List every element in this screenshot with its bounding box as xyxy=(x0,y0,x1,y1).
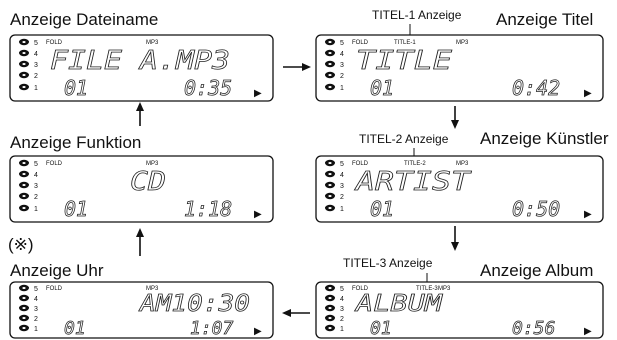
disc-number-1: 1 xyxy=(340,85,344,92)
fold-indicator: FOLD xyxy=(352,161,369,167)
lcd-panel-dateiname: 5 4 3 2 1 FOLD MP3 FILE A.MP3 01 0:35 ▶ xyxy=(9,34,274,102)
play-icon: ▶ xyxy=(584,209,592,220)
lcd-time: 1:18 xyxy=(184,197,232,221)
lcd-track-number: 01 xyxy=(370,76,394,100)
lcd-panel-uhr: 5 4 3 2 1 FOLD MP3 AM10:30 01 1:07 ▶ xyxy=(9,281,274,339)
disc-number-4: 4 xyxy=(34,172,38,179)
mp3-indicator: MP3 xyxy=(438,286,451,292)
mp3-indicator: MP3 xyxy=(146,40,159,46)
lcd-track-number: 01 xyxy=(64,76,88,100)
mp3-indicator: MP3 xyxy=(146,161,159,167)
play-icon: ▶ xyxy=(254,209,262,220)
caption-dateiname: Anzeige Dateiname xyxy=(10,10,158,29)
fold-indicator: FOLD xyxy=(352,40,369,46)
lcd-text-line: FILE A.MP3 xyxy=(50,46,230,76)
lcd-panel-kuenstler: 5 4 3 2 1 FOLD TITLE-2 MP3 ARTIST 01 0:5… xyxy=(315,155,604,223)
lcd-text-line: ALBUM xyxy=(354,291,444,317)
disc-number-2: 2 xyxy=(34,194,38,201)
disc-number-1: 1 xyxy=(34,85,38,92)
arrow-uhr-to-funktion xyxy=(136,228,144,256)
disc-number-4: 4 xyxy=(340,51,344,58)
callout-titel1: TITEL-1 Anzeige xyxy=(372,8,462,22)
caption-album: Anzeige Album xyxy=(480,261,593,280)
lcd-time: 0:56 xyxy=(512,318,555,339)
disc-number-3: 3 xyxy=(340,306,344,313)
title-badge: TITLE-1 xyxy=(394,40,416,46)
disc-number-2: 2 xyxy=(340,316,344,323)
arrow-dateiname-to-titel xyxy=(283,63,311,71)
note-mark: (※) xyxy=(8,235,34,254)
disc-number-1: 1 xyxy=(34,326,38,333)
fold-indicator: FOLD xyxy=(46,40,63,46)
disc-number-3: 3 xyxy=(340,183,344,190)
lcd-time: 0:50 xyxy=(512,197,560,221)
caption-kuenstler: Anzeige Künstler xyxy=(480,129,609,148)
title-badge: TITLE-3 xyxy=(416,286,438,292)
disc-number-4: 4 xyxy=(34,296,38,303)
disc-number-3: 3 xyxy=(34,306,38,313)
caption-titel: Anzeige Titel xyxy=(496,10,593,29)
fold-indicator: FOLD xyxy=(46,286,63,292)
disc-number-4: 4 xyxy=(340,296,344,303)
lcd-track-number: 01 xyxy=(64,197,88,221)
mp3-indicator: MP3 xyxy=(456,161,469,167)
disc-number-4: 4 xyxy=(34,51,38,58)
disc-number-4: 4 xyxy=(340,172,344,179)
lcd-track-number: 01 xyxy=(370,197,394,221)
lcd-text-line: ARTIST xyxy=(354,167,472,197)
arrow-titel-to-kuenstler xyxy=(451,106,459,129)
disc-number-5: 5 xyxy=(340,40,344,47)
play-icon: ▶ xyxy=(584,88,592,99)
lcd-time: 1:07 xyxy=(190,318,234,339)
play-icon: ▶ xyxy=(254,326,262,337)
caption-uhr: Anzeige Uhr xyxy=(10,261,104,280)
disc-number-5: 5 xyxy=(34,161,38,168)
disc-number-1: 1 xyxy=(340,206,344,213)
lcd-panel-funktion: 5 4 3 2 1 FOLD MP3 CD 01 1:18 ▶ xyxy=(9,155,274,223)
lcd-text-line: CD xyxy=(130,167,166,197)
lcd-track-number: 01 xyxy=(370,318,392,339)
fold-indicator: FOLD xyxy=(352,286,369,292)
disc-number-3: 3 xyxy=(34,183,38,190)
lcd-panel-album: 5 4 3 2 1 FOLD TITLE-3 MP3 ALBUM 01 0:56… xyxy=(315,281,604,339)
lcd-text-line: TITLE xyxy=(356,46,452,76)
lcd-time: 0:35 xyxy=(184,76,232,100)
play-icon: ▶ xyxy=(254,88,262,99)
callout-titel2: TITEL-2 Anzeige xyxy=(359,132,449,146)
lcd-time: 0:42 xyxy=(512,76,560,100)
mp3-indicator: MP3 xyxy=(146,286,159,292)
callout-titel3: TITEL-3 Anzeige xyxy=(343,256,433,270)
lcd-track-number: 01 xyxy=(64,318,86,339)
disc-number-1: 1 xyxy=(340,326,344,333)
arrow-funktion-to-dateiname xyxy=(136,102,144,126)
caption-funktion: Anzeige Funktion xyxy=(10,133,141,152)
arrow-album-to-uhr xyxy=(282,309,310,317)
lcd-text-line: AM10:30 xyxy=(138,291,250,317)
lcd-panel-titel: 5 4 3 2 1 FOLD TITLE-1 MP3 TITLE 01 0:42… xyxy=(315,34,604,102)
play-icon: ▶ xyxy=(584,326,592,337)
disc-number-2: 2 xyxy=(340,194,344,201)
disc-number-5: 5 xyxy=(34,286,38,293)
disc-number-2: 2 xyxy=(340,73,344,80)
disc-number-5: 5 xyxy=(340,161,344,168)
title-badge: TITLE-2 xyxy=(404,161,426,167)
disc-number-3: 3 xyxy=(34,62,38,69)
disc-number-5: 5 xyxy=(340,286,344,293)
disc-number-3: 3 xyxy=(340,62,344,69)
fold-indicator: FOLD xyxy=(46,161,63,167)
disc-number-5: 5 xyxy=(34,40,38,47)
disc-number-2: 2 xyxy=(34,73,38,80)
disc-number-1: 1 xyxy=(34,206,38,213)
arrow-kuenstler-to-album xyxy=(451,226,459,251)
mp3-indicator: MP3 xyxy=(456,40,469,46)
disc-number-2: 2 xyxy=(34,316,38,323)
